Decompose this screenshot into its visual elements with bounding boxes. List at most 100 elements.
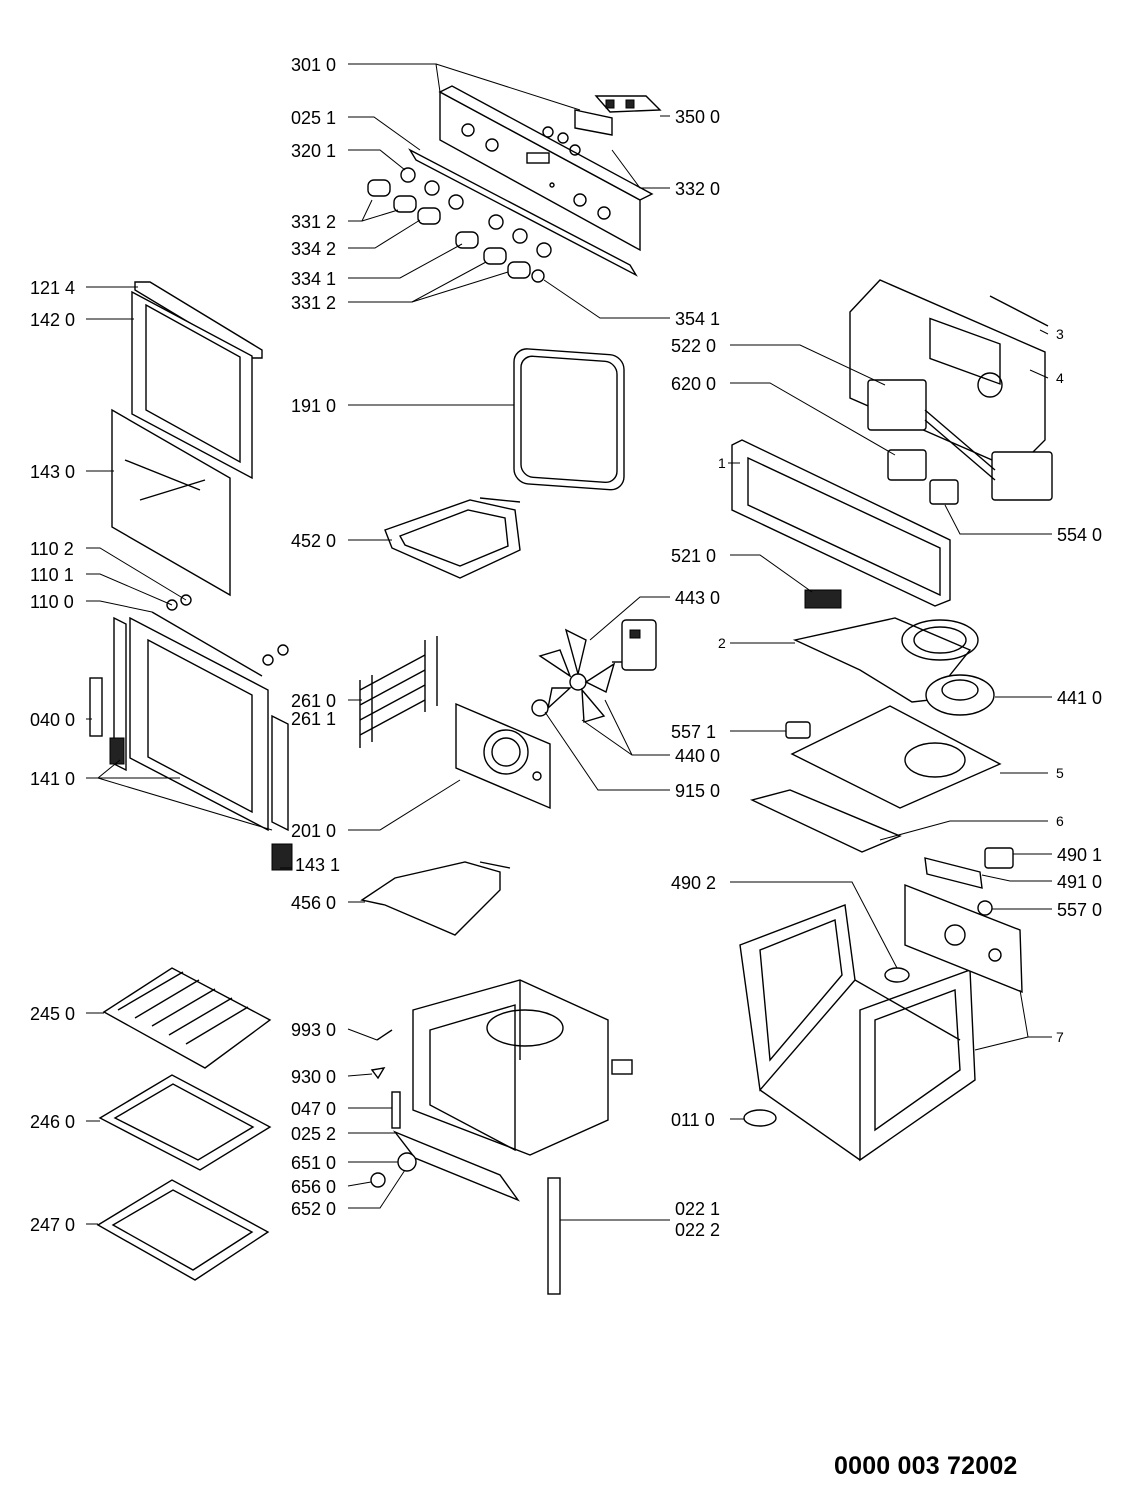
programmer-module-part: [594, 95, 662, 113]
label-443-0: 443 0: [675, 588, 720, 608]
top-cover-plate-part: [849, 279, 1049, 471]
label-301-0: 301 0: [291, 55, 336, 75]
front-bottom-trim-part: [749, 789, 902, 853]
inner-door-glass-part: [111, 408, 231, 597]
control-panel-part: [438, 85, 654, 252]
shallow-tray-part: [98, 1074, 272, 1171]
top-grill-element-part: [384, 497, 521, 579]
label-490-1: 490 1: [1057, 845, 1102, 865]
thermal-cutout-part: [785, 721, 811, 739]
label-620-0: 620 0: [671, 374, 716, 394]
light-holder-part: [804, 589, 842, 609]
mains-plug-part: [984, 847, 1014, 869]
panel-trim-strip-part: [408, 148, 638, 277]
label-040-0: 040 0: [30, 710, 75, 730]
cooling-fan-part: [925, 674, 995, 716]
label-191-0: 191 0: [291, 396, 336, 416]
label-1: 1: [718, 455, 726, 471]
part-labels: 301 0 025 1 320 1 331 2 334 2 334 1 331 …: [30, 55, 1102, 1240]
clock-switch-part: [542, 109, 613, 156]
label-557-0: 557 0: [1057, 900, 1102, 920]
label-247-0: 247 0: [30, 1215, 75, 1235]
label-5: 5: [1056, 765, 1064, 781]
label-332-0: 332 0: [675, 179, 720, 199]
label-441-0: 441 0: [1057, 688, 1102, 708]
side-shelf-runners-part: [359, 636, 438, 748]
small-fixings-part: [370, 1029, 417, 1188]
label-011-0: 011 0: [671, 1110, 715, 1130]
label-456-0: 456 0: [291, 893, 336, 913]
label-7: 7: [1056, 1029, 1064, 1045]
door-hinge-washers-part: [151, 594, 289, 677]
label-521-0: 521 0: [671, 546, 716, 566]
foot-part: [743, 1109, 777, 1127]
label-261-0: 261 0: [291, 691, 336, 711]
switch-blocks-part: [867, 379, 1053, 501]
latch-plate-part: [611, 1059, 633, 1075]
label-6: 6: [1056, 813, 1064, 829]
label-047-0: 047 0: [291, 1099, 336, 1119]
lower-element-part: [360, 861, 511, 936]
label-110-2: 110 2: [30, 539, 74, 559]
cavity-bottom-strip-part: [392, 1130, 520, 1202]
label-440-0: 440 0: [675, 746, 720, 766]
control-knobs-part: [367, 179, 545, 283]
label-143-1: 143 1: [295, 855, 340, 875]
label-4: 4: [1056, 370, 1064, 386]
label-245-0: 245 0: [30, 1004, 75, 1024]
cavity-top-plate-part: [790, 705, 1002, 809]
label-025-1: 025 1: [291, 108, 336, 128]
label-915-0: 915 0: [675, 781, 720, 801]
label-3: 3: [1056, 326, 1064, 342]
fan-nut-part: [531, 699, 549, 717]
label-142-0: 142 0: [30, 310, 75, 330]
inner-door-frame-part: [129, 616, 269, 832]
fan-motor-part: [612, 619, 657, 671]
selector-switch-part: [887, 449, 927, 481]
label-201-0: 201 0: [291, 821, 336, 841]
label-261-1: 261 1: [291, 709, 336, 729]
door-side-profiles-part: [113, 616, 289, 832]
rear-terminal-panel-part: [904, 883, 1023, 994]
rear-fan-cover-part: [455, 702, 551, 810]
label-490-2: 490 2: [671, 873, 716, 893]
label-246-0: 246 0: [30, 1112, 75, 1132]
knob-rings-part: [400, 167, 552, 258]
door-top-profile-part: [134, 281, 263, 359]
oven-cavity-part: [412, 979, 609, 1156]
deep-tray-part: [96, 1179, 270, 1281]
label-452-0: 452 0: [291, 531, 336, 551]
cavity-side-runner-part: [547, 1177, 561, 1295]
label-652-0: 652 0: [291, 1199, 336, 1219]
label-022-1: 022 1: [675, 1199, 720, 1219]
label-354-1: 354 1: [675, 309, 720, 329]
label-656-0: 656 0: [291, 1177, 336, 1197]
label-143-0: 143 0: [30, 462, 75, 482]
label-331-2-upper: 331 2: [291, 212, 336, 232]
label-121-4: 121 4: [30, 278, 75, 298]
door-hinges-part: [89, 677, 293, 871]
terminal-block-part: [924, 857, 983, 889]
label-334-1: 334 1: [291, 269, 336, 289]
label-930-0: 930 0: [291, 1067, 336, 1087]
label-522-0: 522 0: [671, 336, 716, 356]
front-frame-part: [731, 439, 951, 607]
label-110-0: 110 0: [30, 592, 74, 612]
label-491-0: 491 0: [1057, 872, 1102, 892]
label-141-0: 141 0: [30, 769, 75, 789]
label-320-1: 320 1: [291, 141, 336, 161]
label-022-2: 022 2: [675, 1220, 720, 1240]
wire-shelf-part: [102, 967, 272, 1069]
oven-door-gasket-part: [513, 348, 625, 491]
label-554-0: 554 0: [1057, 525, 1102, 545]
outer-door-glass-part: [131, 290, 253, 480]
label-025-2: 025 2: [291, 1124, 336, 1144]
cable-clamp-part: [977, 900, 993, 916]
document-number: 0000 003 72002: [834, 1452, 1018, 1480]
label-110-1: 110 1: [30, 565, 74, 585]
label-350-0: 350 0: [675, 107, 720, 127]
vent-grommet-part: [884, 967, 910, 983]
label-557-1: 557 1: [671, 722, 716, 742]
fan-blade-part: [538, 628, 616, 723]
